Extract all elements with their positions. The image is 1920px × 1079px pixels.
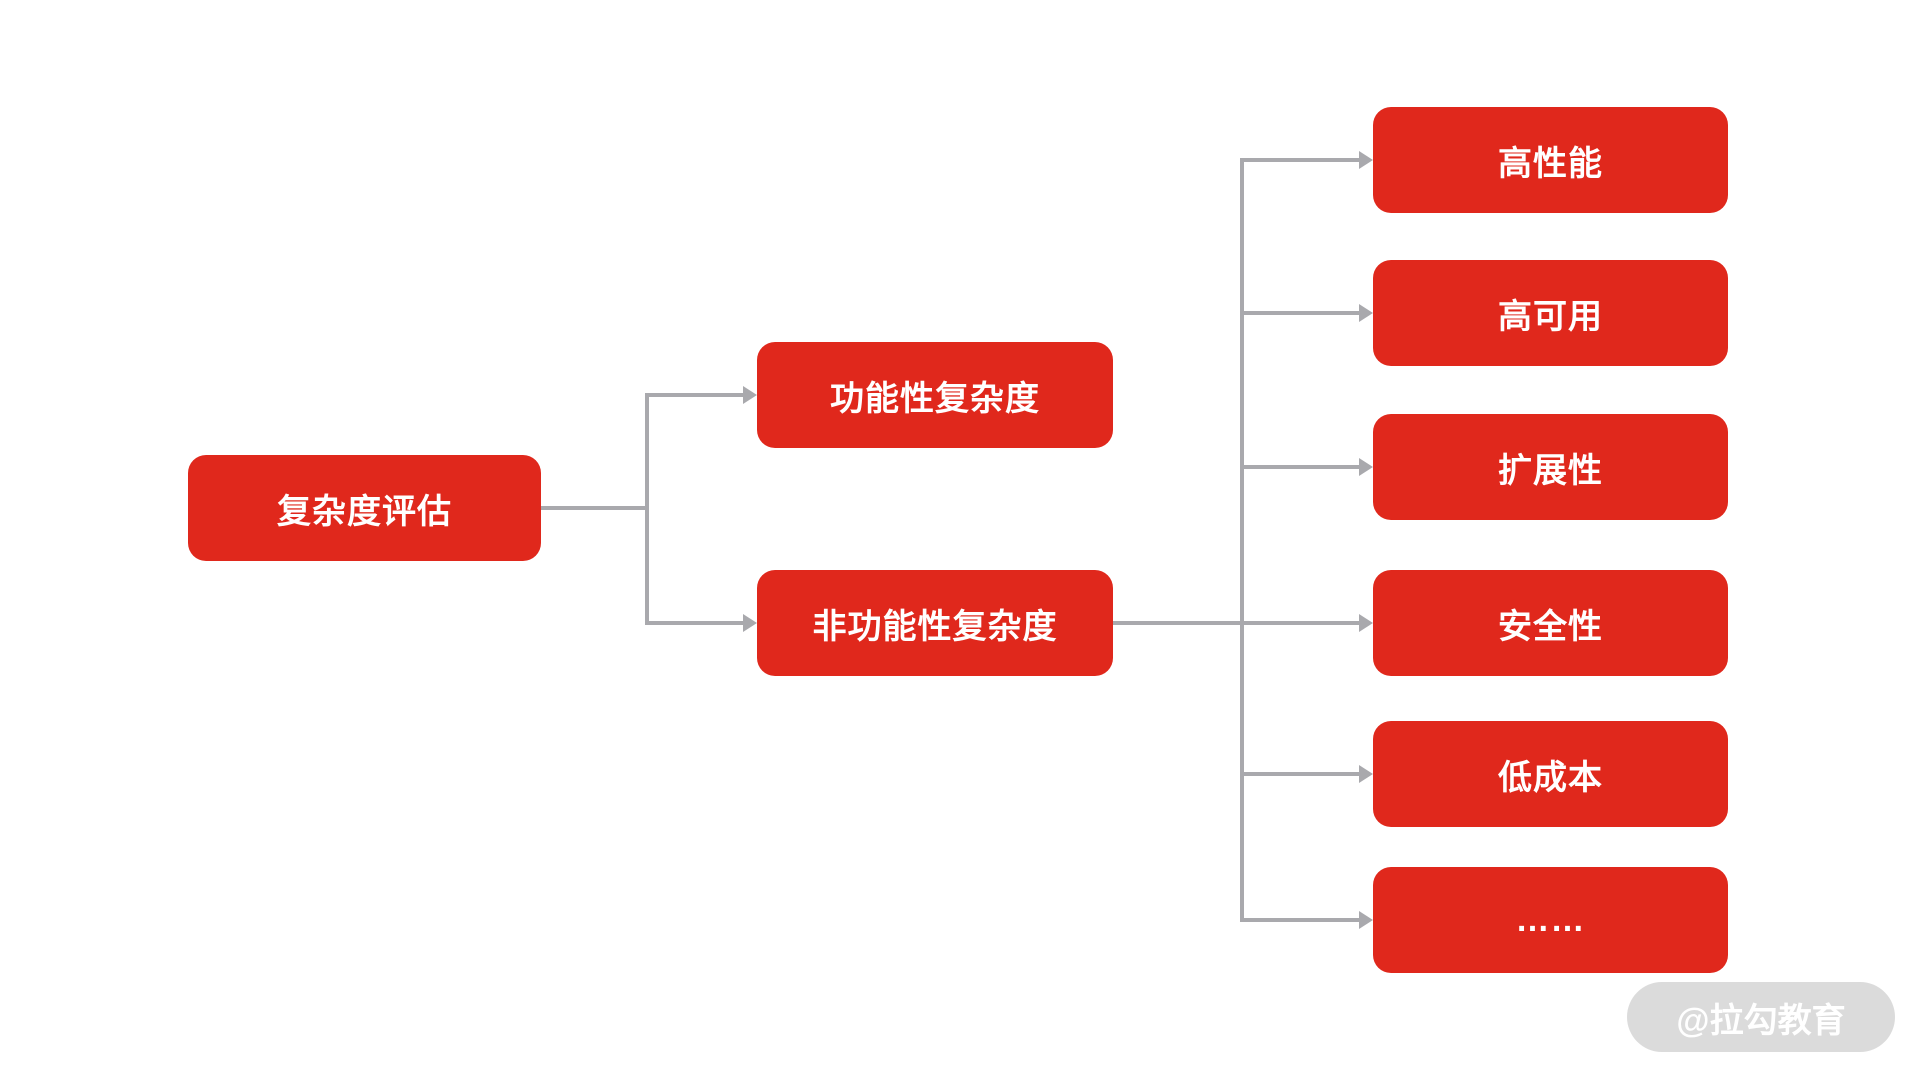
arrow-right-icon [1359,151,1373,169]
arrow-right-icon [1359,458,1373,476]
connector-to-ellipsis [1242,918,1359,922]
arrow-right-icon [743,386,757,404]
node-nonfunctional-complexity: 非功能性复杂度 [757,570,1113,676]
node-label: 高性能 [1498,144,1603,183]
node-label: 复杂度评估 [277,492,452,531]
connector-nonfunctional-out [1113,621,1244,625]
node-scalability: 扩展性 [1373,414,1728,520]
connector-fork1-trunk [645,393,649,625]
watermark-badge: @拉勾教育 [1627,982,1895,1052]
node-high-performance: 高性能 [1373,107,1728,213]
connector-to-low-cost [1242,772,1359,776]
node-low-cost: 低成本 [1373,721,1728,827]
node-label: 扩展性 [1498,451,1603,490]
node-complexity-assessment: 复杂度评估 [188,455,541,561]
node-label: 安全性 [1498,607,1603,646]
connector-root-out [541,506,649,510]
node-security: 安全性 [1373,570,1728,676]
arrow-right-icon [743,614,757,632]
node-ellipsis: …… [1373,867,1728,973]
arrow-right-icon [1359,614,1373,632]
node-high-availability: 高可用 [1373,260,1728,366]
node-label: 功能性复杂度 [830,379,1040,418]
node-label: …… [1515,900,1586,939]
connector-fork2-trunk [1240,158,1244,922]
connector-to-high-availability [1242,311,1359,315]
connector-to-security [1242,621,1359,625]
arrow-right-icon [1359,304,1373,322]
arrow-right-icon [1359,765,1373,783]
watermark-label: @拉勾教育 [1676,1001,1846,1040]
connector-to-scalability [1242,465,1359,469]
connector-to-nonfunctional [647,621,743,625]
connector-to-functional [647,393,743,397]
node-functional-complexity: 功能性复杂度 [757,342,1113,448]
node-label: 低成本 [1498,758,1603,797]
arrow-right-icon [1359,911,1373,929]
node-label: 高可用 [1498,297,1603,336]
connector-to-high-performance [1242,158,1359,162]
node-label: 非功能性复杂度 [812,607,1058,646]
